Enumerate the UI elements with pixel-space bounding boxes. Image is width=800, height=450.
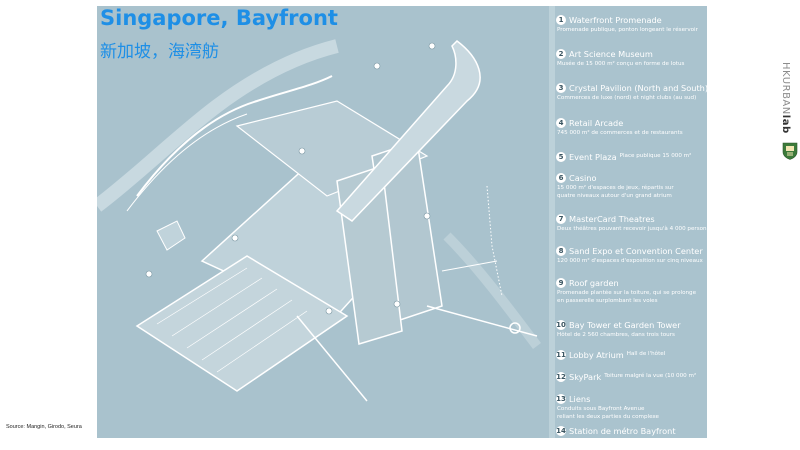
legend-title: SkyPark [569, 372, 602, 382]
legend-number: 1 [556, 15, 566, 25]
roof-ribs [156, 267, 308, 373]
legend-number: 5 [556, 152, 566, 162]
legend-desc: Deux théâtres pouvant recevoir jusqu'à 4… [557, 226, 707, 232]
logo-main: HKURBAN [780, 62, 791, 115]
callout-markers [145, 42, 436, 315]
legend-desc: Commerces de luxe (nord) et night clubs … [557, 95, 697, 101]
page-subtitle: 新加坡，海湾舫 [100, 42, 219, 62]
legend-desc: 745 000 m² de commerces et de restaurant… [557, 130, 683, 136]
promenade-curve [136, 75, 333, 197]
logo-text: HKURBANlab [780, 62, 791, 134]
legend-desc: Promenade plantée sur la toiture, qui se… [557, 290, 697, 296]
legend-desc: 120 000 m² d'espaces d'exposition sur ci… [557, 258, 703, 264]
page-title: Singapore, Bayfront [100, 6, 338, 30]
legend-number: 2 [556, 49, 566, 59]
art-science-museum [156, 220, 186, 251]
promenade-edge [126, 113, 248, 212]
legend-title: Crystal Pavilion (North and South) [569, 83, 707, 93]
legend-inline-desc: Toiture malgré la vue (10 000 m² [604, 373, 697, 380]
legend-number: 11 [556, 350, 566, 360]
site-drawing [97, 39, 541, 402]
walkway-south [296, 315, 368, 402]
water-edge [443, 232, 541, 350]
legend-desc: 15 000 m² d'espaces de jeux, répartis su… [557, 185, 674, 191]
legend-title: MasterCard Theatres [569, 214, 655, 224]
legend-title: Art Science Museum [569, 49, 653, 59]
legend-number: 13 [556, 394, 566, 404]
legend-title: Bay Tower et Garden Tower [569, 320, 681, 330]
legend-title: Casino [569, 173, 597, 183]
legend-stripe [549, 6, 555, 438]
legend-inline-desc: Place publique 15 000 m² [619, 153, 692, 160]
legend-title: Event Plaza [569, 152, 617, 162]
legend-inline-desc: Hall de l'hôtel [626, 351, 666, 358]
legend-number: 12 [556, 372, 566, 382]
legend-title: Lobby Atrium [569, 350, 624, 360]
legend-number: 9 [556, 278, 566, 288]
legend-desc: Musée de 15 000 m² conçu en forme de lot… [557, 61, 685, 67]
legend-title: Roof garden [569, 278, 619, 288]
legend-number: 10 [556, 320, 566, 330]
bridge-link [441, 260, 498, 272]
hkurban-lab-logo: HKURBANlab [780, 62, 800, 162]
legend-number: 14 [556, 426, 566, 436]
water-channel [97, 39, 339, 212]
legend-number: 7 [556, 214, 566, 224]
legend-title: Sand Expo et Convention Center [569, 246, 703, 256]
metro-station-marker [509, 322, 521, 334]
legend-desc: reliant les deux parties du complexe [557, 413, 659, 420]
university-crest-icon [782, 142, 798, 160]
legend-desc: en passerelle surplombant les voies [557, 297, 658, 304]
legend-number: 8 [556, 246, 566, 256]
legend-desc: Promenade publique, ponton longeant le r… [557, 27, 698, 33]
skypark [335, 40, 481, 222]
legend-title: Station de métro Bayfront [569, 426, 676, 436]
source-note: Source: Mangin, Girodo, Seura [6, 424, 82, 430]
bayfront-axonometric-map [97, 6, 549, 438]
legend-desc: Hôtel de 2 560 chambres, dans trois tour… [557, 332, 675, 338]
legend-desc: quatre niveaux autour d'un grand atrium [557, 192, 672, 199]
legend-number: 3 [556, 83, 566, 93]
logo-lab: lab [780, 114, 791, 134]
dotted-route [486, 185, 503, 297]
legend-title: Liens [569, 394, 591, 404]
convention-center-roof [135, 255, 349, 392]
legend-number: 4 [556, 118, 566, 128]
legend-title: Retail Arcade [569, 118, 624, 128]
legend-number: 6 [556, 173, 566, 183]
legend-desc: Conduits sous Bayfront Avenue [557, 406, 645, 412]
legend-title: Waterfront Promenade [569, 15, 662, 25]
